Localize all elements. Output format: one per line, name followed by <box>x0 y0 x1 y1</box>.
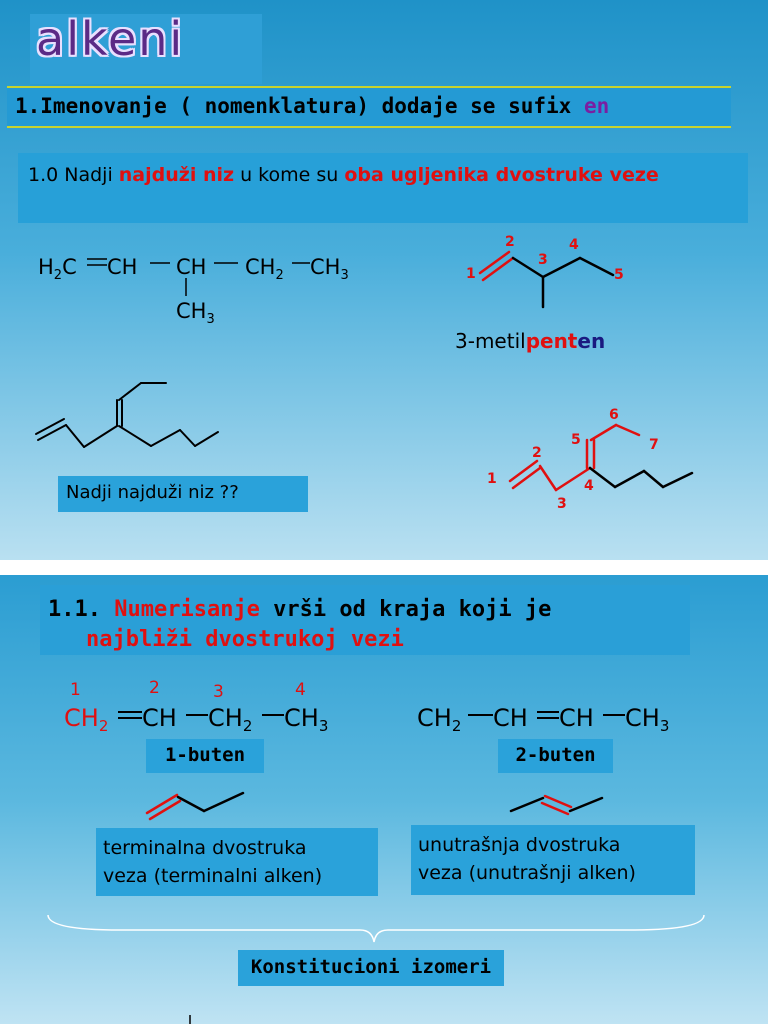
svg-text:CH3: CH3 <box>310 255 349 283</box>
svg-text:2: 2 <box>532 445 542 461</box>
svg-text:2: 2 <box>149 678 160 698</box>
butene2-formula: CH2 CH CH CH3 <box>417 704 669 735</box>
heading-text: 1.Imenovanje ( nomenklatura) dodaje se s… <box>15 94 584 118</box>
svg-text:CH: CH <box>493 704 528 732</box>
svg-text:CH2: CH2 <box>64 704 108 735</box>
slide-top: alkeni 1.Imenovanje ( nomenklatura) doda… <box>0 0 768 560</box>
svg-text:1: 1 <box>487 471 497 487</box>
svg-text:4: 4 <box>295 680 306 700</box>
slide1-structures: H2C CH CH CH2 CH3 CH3 1 2 3 4 5 <box>35 234 694 512</box>
svg-text:6: 6 <box>609 407 619 423</box>
skeleton-labeled: 1 2 3 4 5 6 7 <box>487 407 694 512</box>
isomers-label: Konstitucioni izomeri <box>238 950 504 986</box>
condensed-formula: H2C CH CH CH2 CH3 CH3 <box>38 255 349 327</box>
butene1-formula: 1 2 3 4 CH2 CH CH2 CH3 <box>64 678 328 735</box>
svg-text:CH2: CH2 <box>208 704 252 735</box>
svg-text:CH3: CH3 <box>284 704 328 735</box>
slide2-structures: 1 2 3 4 CH2 CH CH2 CH3 CH2 CH CH CH3 <box>47 678 705 1024</box>
svg-text:CH: CH <box>107 255 137 279</box>
rule-highlight-1: najduži niz <box>118 164 235 186</box>
rule-highlight-2: oba ugljenika dvostruke veze <box>344 164 659 186</box>
svg-text:CH: CH <box>559 704 594 732</box>
compound-name: 3-metilpenten <box>455 329 606 353</box>
title-box <box>30 14 262 84</box>
svg-text:CH3: CH3 <box>625 704 669 735</box>
svg-text:5: 5 <box>571 432 581 448</box>
rule-box: 1.0 Nadji najduži niz u kome su oba uglj… <box>18 153 748 223</box>
svg-text:1: 1 <box>70 680 81 700</box>
rule-text-1: 1.0 Nadji <box>28 164 119 186</box>
svg-text:7: 7 <box>649 437 659 453</box>
rule-text-2: u kome su <box>234 164 345 186</box>
butene1-name: 1-buten <box>146 739 264 773</box>
svg-text:CH2: CH2 <box>245 255 284 283</box>
svg-text:5: 5 <box>614 267 624 283</box>
svg-text:4: 4 <box>569 237 579 253</box>
grouping-brace <box>47 914 705 943</box>
svg-text:CH: CH <box>142 704 177 732</box>
skeleton-unlabeled <box>35 382 219 448</box>
butene2-name: 2-buten <box>498 739 613 773</box>
heading-suffix: en <box>583 94 610 118</box>
svg-text:CH3: CH3 <box>176 299 215 327</box>
hint-box: Nadji najduži niz ?? <box>58 476 308 512</box>
svg-text:3: 3 <box>538 252 548 268</box>
svg-text:CH: CH <box>176 255 206 279</box>
svg-text:CH2: CH2 <box>417 704 461 735</box>
svg-text:2: 2 <box>505 234 515 250</box>
svg-text:3: 3 <box>213 682 224 702</box>
slide-gap <box>0 560 768 575</box>
page-title: alkeni <box>36 12 185 66</box>
butene1-skeleton <box>145 791 245 821</box>
nomenclature-heading: 1.Imenovanje ( nomenklatura) dodaje se s… <box>7 86 731 128</box>
svg-text:3: 3 <box>557 496 567 512</box>
svg-text:1: 1 <box>466 266 476 282</box>
skeleton-3-metilpenten: 1 2 3 4 5 <box>466 234 624 309</box>
svg-text:H2C: H2C <box>38 255 77 283</box>
svg-text:4: 4 <box>584 478 594 494</box>
butene2-skeleton <box>509 794 604 816</box>
